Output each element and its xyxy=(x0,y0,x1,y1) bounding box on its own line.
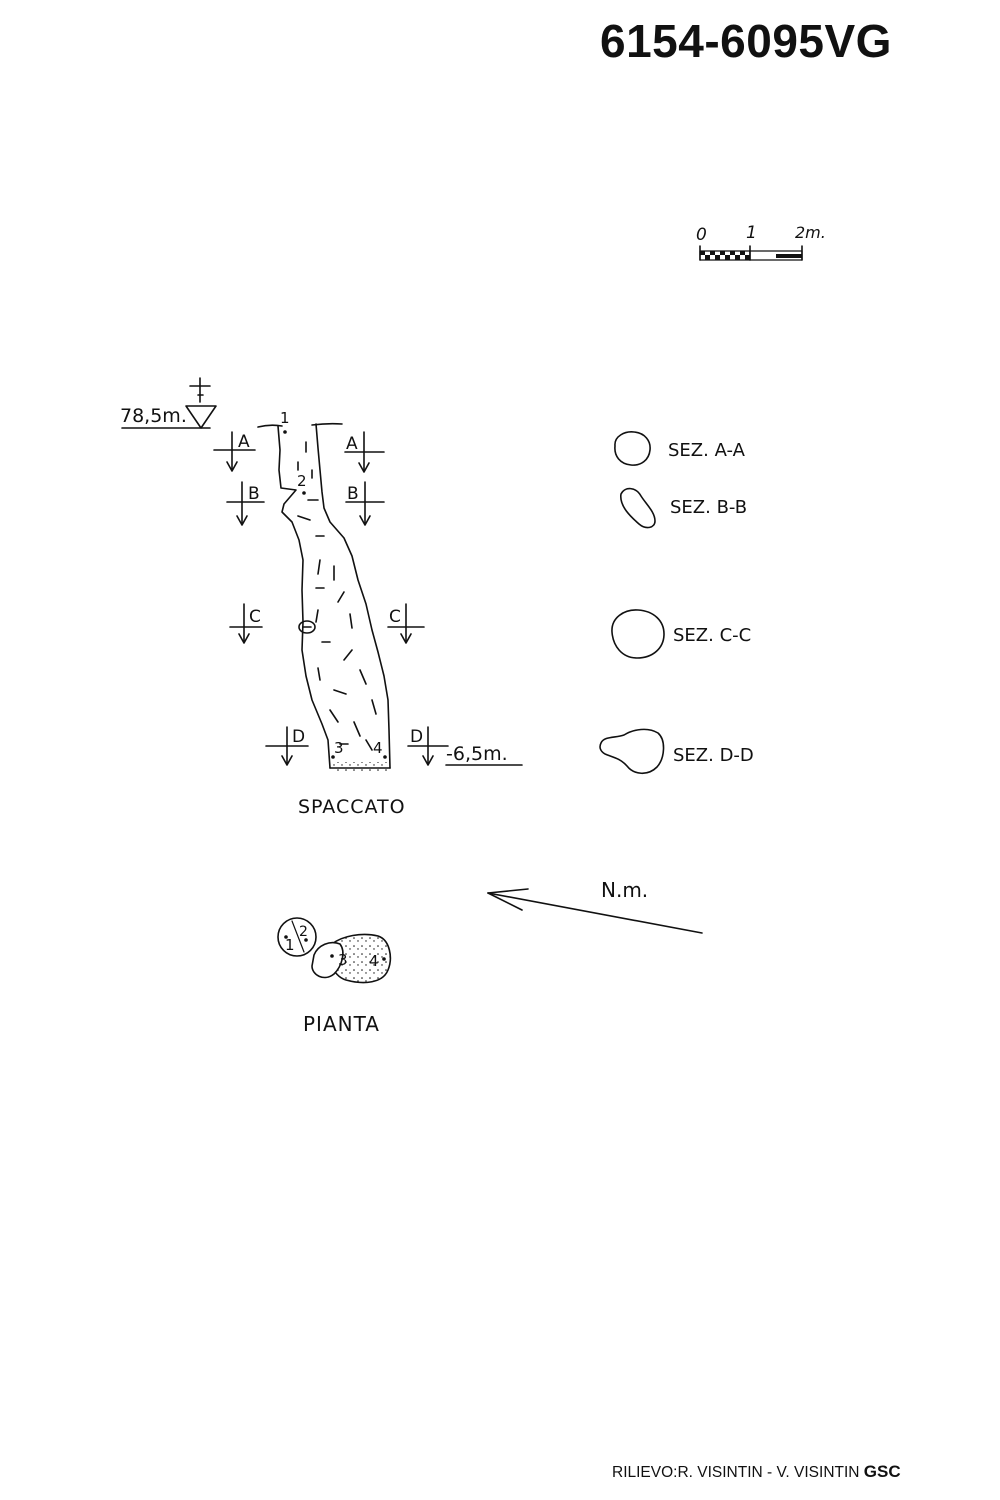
survey-credits: RILIEVO:R. VISINTIN - V. VISINTIN GSC xyxy=(612,1462,901,1482)
north-label: N.m. xyxy=(601,878,648,902)
scale-label-2m: 2m. xyxy=(795,223,826,242)
section-cut-markers: A A B B C C D D xyxy=(213,431,449,766)
section-station-4: 4 xyxy=(373,739,383,757)
entrance-datum: 78,5m. xyxy=(120,377,217,429)
plan-title: PIANTA xyxy=(303,1012,380,1036)
section-title: SPACCATO xyxy=(298,796,406,818)
marker-a-right: A xyxy=(346,434,358,454)
datum-triangle-icon xyxy=(185,405,217,429)
scale-label-0: 0 xyxy=(696,225,707,245)
entrance-elevation-label: 78,5m. xyxy=(120,405,187,427)
cave-plan-view: 1 2 3 4 xyxy=(277,917,392,984)
marker-c-left: C xyxy=(249,607,261,627)
cross-section-a-label: SEZ. A-A xyxy=(668,440,746,461)
section-station-1: 1 xyxy=(280,409,290,427)
north-arrow-icon: N.m. xyxy=(487,878,703,934)
scale-label-1: 1 xyxy=(746,223,757,243)
cave-id-title: 6154-6095VG xyxy=(600,15,892,67)
marker-a-left: A xyxy=(238,432,250,452)
marker-d-right: D xyxy=(410,727,423,747)
section-station-3: 3 xyxy=(334,739,344,757)
plan-station-3: 3 xyxy=(338,951,348,969)
cave-profile-section: 1 2 3 4 xyxy=(257,409,391,772)
marker-b-left: B xyxy=(248,484,260,504)
group-abbrev: GSC xyxy=(863,1462,901,1481)
cross-section-c-shape xyxy=(611,609,665,659)
cross-section-d-shape xyxy=(599,728,665,775)
marker-b-right: B xyxy=(347,484,359,504)
depth-marker: -6,5m. xyxy=(445,743,523,766)
marker-c-right: C xyxy=(389,607,401,627)
cross-section-a-shape xyxy=(614,431,651,466)
section-station-2: 2 xyxy=(297,472,307,490)
cross-sections: SEZ. A-A SEZ. B-B SEZ. C-C SEZ. D-D xyxy=(599,431,754,775)
depth-label: -6,5m. xyxy=(446,743,508,765)
plan-station-4: 4 xyxy=(369,952,379,970)
cross-section-b-shape xyxy=(620,487,656,529)
marker-d-left: D xyxy=(292,727,305,747)
credits-text: RILIEVO:R. VISINTIN - V. VISINTIN xyxy=(612,1464,860,1481)
plan-station-2: 2 xyxy=(299,924,308,940)
cross-section-b-label: SEZ. B-B xyxy=(670,497,747,518)
scale-bar: 0 1 2m. xyxy=(696,223,826,261)
cross-section-d-label: SEZ. D-D xyxy=(673,745,754,766)
plan-station-1: 1 xyxy=(285,936,295,954)
cross-section-c-label: SEZ. C-C xyxy=(673,625,751,646)
